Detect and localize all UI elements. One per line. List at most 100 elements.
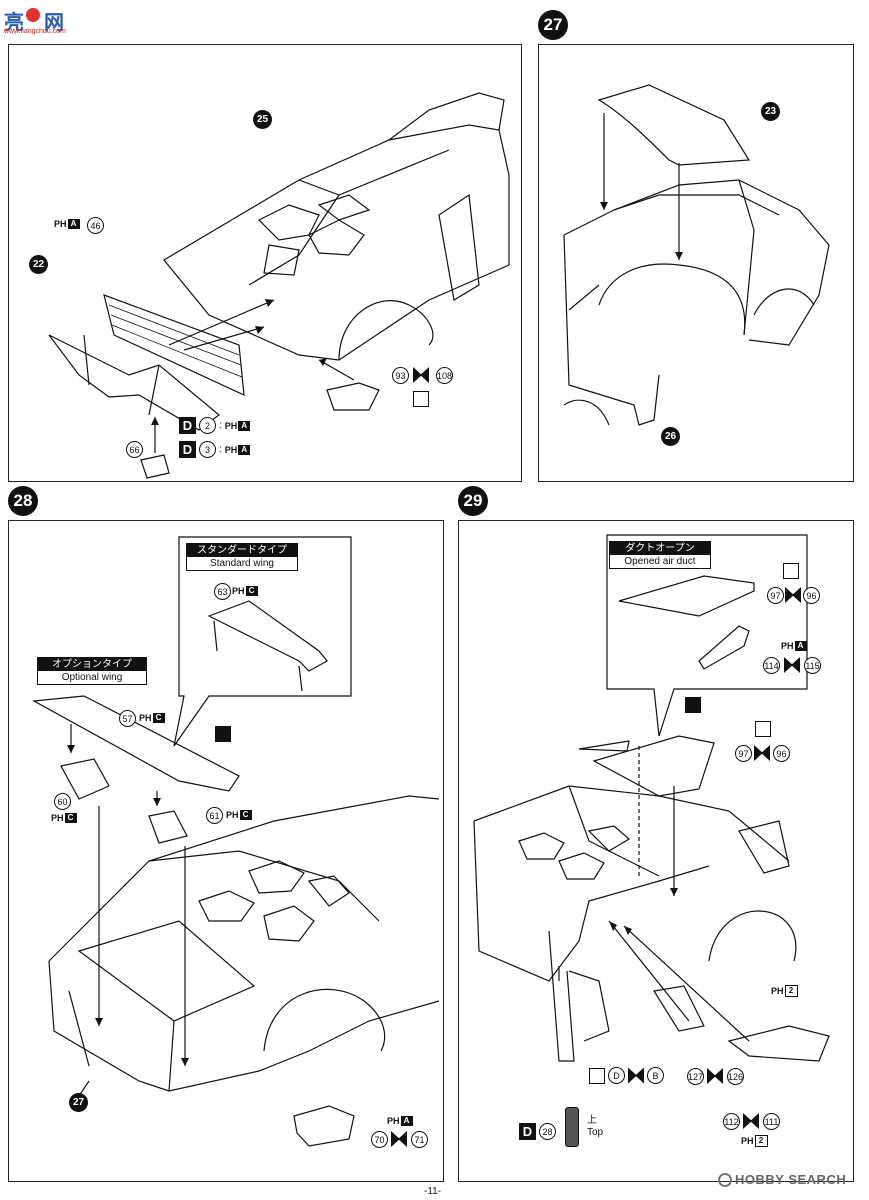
paint-ph-label: PH bbox=[741, 1136, 754, 1146]
decal-letter-d: D bbox=[608, 1067, 625, 1084]
paint-ph-a-70: PH A bbox=[387, 1116, 413, 1126]
paint-code-2: 2 bbox=[754, 1135, 768, 1147]
part-number-27: 27 bbox=[69, 1093, 88, 1112]
caption-optional-jp: オプションタイプ bbox=[38, 658, 146, 671]
decal-sheet-icon bbox=[589, 1067, 605, 1084]
caption-standard-en: Standard wing bbox=[187, 557, 297, 570]
paint-code-a: A bbox=[400, 1116, 413, 1126]
step-27-illustration bbox=[563, 84, 830, 426]
decal-d-icon: D bbox=[519, 1123, 536, 1140]
option-swap-icon bbox=[685, 697, 701, 713]
part-number-127: 127 bbox=[687, 1068, 704, 1085]
watermark-brand: 亮 bbox=[4, 12, 24, 34]
part-number-115: 115 bbox=[804, 657, 821, 674]
watermark-site: www.liangchou.com bbox=[4, 28, 66, 35]
part-number-70: 70 bbox=[371, 1131, 388, 1148]
glue-tube-icon bbox=[783, 563, 799, 579]
paint-ph-a-d3: PH A bbox=[224, 444, 251, 455]
watermark-logo: 亮 网 www.liangchou.com bbox=[4, 6, 74, 36]
decal-number-28: 28 bbox=[539, 1123, 556, 1140]
part-number-26: 26 bbox=[661, 427, 680, 446]
paint-code-a: A bbox=[794, 641, 807, 651]
part-number-93: 93 bbox=[392, 367, 409, 384]
decal-28-row: D 28 bbox=[519, 1123, 556, 1140]
decal-d-icon: D bbox=[179, 441, 196, 458]
panel-step-28: スタンダードタイプ Standard wing 63 PH C オプションタイプ… bbox=[8, 520, 444, 1182]
watermark-star-icon bbox=[26, 8, 40, 22]
decal-d-icon: D bbox=[179, 417, 196, 434]
cement-icon bbox=[743, 1113, 759, 1129]
page-number: -11- bbox=[424, 1186, 442, 1197]
hobby-search-logo: HOBBY SEARCH bbox=[718, 1172, 846, 1187]
hobby-search-text: HOBBY SEARCH bbox=[735, 1172, 847, 1187]
paint-ph-label: PH bbox=[51, 813, 64, 823]
paint-code-a: A bbox=[238, 420, 251, 431]
caption-duct-jp: ダクトオープン bbox=[610, 542, 710, 555]
paint-ph-a-114: PH A bbox=[781, 641, 807, 651]
caption-optional-wing: オプションタイプ Optional wing bbox=[37, 657, 147, 685]
colon: : bbox=[219, 444, 222, 455]
step-badge-28: 28 bbox=[8, 486, 38, 516]
part-number-22: 22 bbox=[29, 255, 48, 274]
paint-code-c: C bbox=[239, 810, 252, 820]
part-number-96: 96 bbox=[803, 587, 820, 604]
glue-tube-icon bbox=[755, 721, 771, 737]
step-badge-27: 27 bbox=[538, 10, 568, 40]
decal-d-b-row: D B bbox=[589, 1067, 664, 1084]
part-number-71: 71 bbox=[411, 1131, 428, 1148]
part-number-66: 66 bbox=[126, 441, 143, 458]
part-number-57: 57 bbox=[119, 710, 136, 727]
paint-ph-a-46: PH A bbox=[54, 219, 80, 229]
panel-step-29: ダクトオープン Opened air duct 97 96 PH A 114 1… bbox=[458, 520, 854, 1182]
paint-ph-c-57: PH C bbox=[139, 713, 165, 723]
step-26-illustration bbox=[48, 92, 510, 479]
caption-standard-jp: スタンダードタイプ bbox=[187, 544, 297, 557]
top-label-en: Top bbox=[587, 1127, 604, 1138]
paint-ph-label: PH bbox=[781, 641, 794, 651]
decal-28-thumbnail bbox=[565, 1107, 579, 1147]
hobby-search-icon bbox=[718, 1172, 732, 1187]
cement-icon bbox=[707, 1068, 723, 1084]
paint-code-c: C bbox=[245, 586, 258, 596]
cement-icon bbox=[391, 1131, 407, 1147]
paint-code-2: 2 bbox=[784, 985, 798, 997]
decal-d2-row: D 2 : PH A bbox=[179, 417, 251, 434]
paint-code-a: A bbox=[238, 444, 251, 455]
part-number-96: 96 bbox=[773, 745, 790, 762]
paint-ph-label: PH bbox=[139, 713, 152, 723]
top-label-jp: 上 bbox=[587, 1115, 597, 1126]
part-number-111: 111 bbox=[763, 1113, 780, 1130]
part-number-63: 63 bbox=[214, 583, 231, 600]
glue-tube-icon bbox=[413, 391, 429, 407]
decal-letter-b: B bbox=[647, 1067, 664, 1084]
part-number-23: 23 bbox=[761, 102, 780, 121]
decal-d3-row: D 3 : PH A bbox=[179, 441, 251, 458]
panel-step-26: 25 PH A 46 22 93 108 66 D 2 : PH A D 3 :… bbox=[8, 44, 522, 482]
caption-optional-en: Optional wing bbox=[38, 671, 146, 684]
cement-icon bbox=[413, 367, 429, 383]
paint-ph-c-63: PH C bbox=[232, 586, 258, 596]
paint-code-a: A bbox=[67, 219, 80, 229]
paint-ph-label: PH bbox=[226, 810, 239, 820]
caption-opened-air-duct: ダクトオープン Opened air duct bbox=[609, 541, 711, 569]
part-number-97: 97 bbox=[735, 745, 752, 762]
option-swap-icon bbox=[215, 726, 231, 742]
paint-code-c: C bbox=[64, 813, 77, 823]
cement-icon bbox=[628, 1067, 644, 1084]
paint-ph-label: PH bbox=[224, 444, 238, 455]
part-number-112: 112 bbox=[723, 1113, 740, 1130]
step-badge-29: 29 bbox=[458, 486, 488, 516]
step-28-illustration bbox=[32, 536, 440, 1147]
caption-standard-wing: スタンダードタイプ Standard wing bbox=[186, 543, 298, 571]
part-number-97: 97 bbox=[767, 587, 784, 604]
paint-ph-c-60: PH C bbox=[51, 813, 77, 823]
paint-ph-2-bottom: PH 2 bbox=[741, 1135, 768, 1147]
part-number-46: 46 bbox=[87, 217, 104, 234]
part-number-60: 60 bbox=[54, 793, 71, 810]
cement-icon bbox=[784, 657, 800, 673]
panel-step-27: 23 26 bbox=[538, 44, 854, 482]
paint-code-c: C bbox=[152, 713, 165, 723]
paint-ph-label: PH bbox=[771, 986, 784, 996]
part-number-108: 108 bbox=[436, 367, 453, 384]
colon: : bbox=[219, 420, 222, 431]
